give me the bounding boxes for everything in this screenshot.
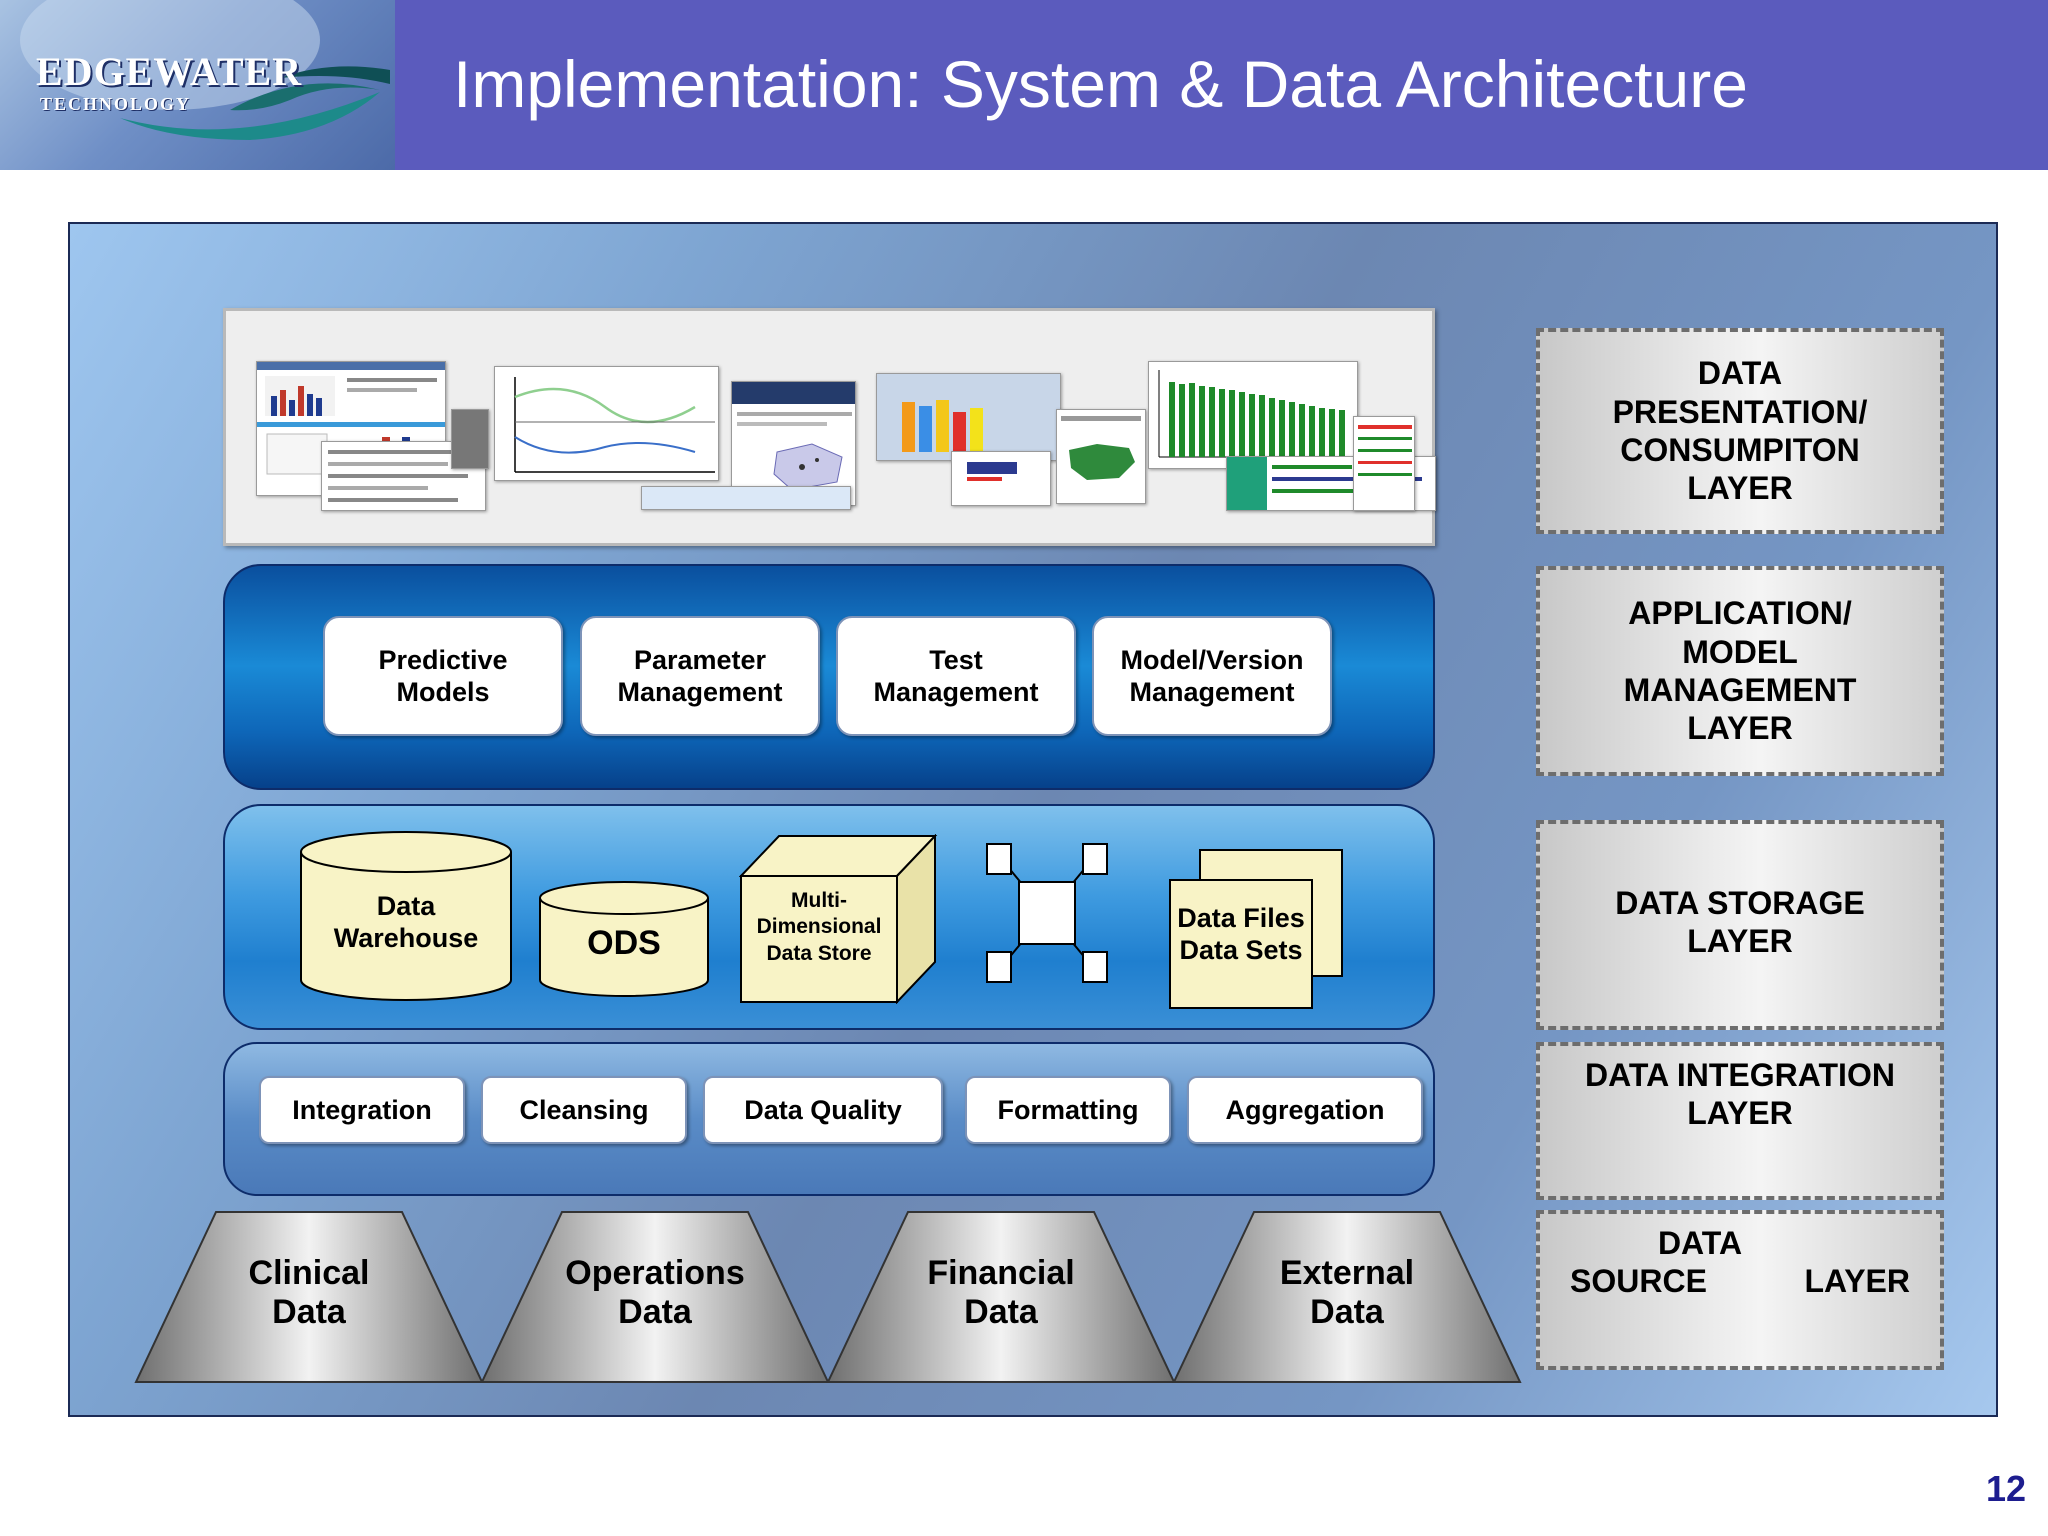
application-layer-label: APPLICATION/ MODEL MANAGEMENT LAYER (1536, 566, 1944, 776)
data-sources-shapes (134, 1211, 1522, 1383)
ods-label: ODS (587, 924, 661, 962)
label-line: SOURCE (1570, 1263, 1707, 1300)
report-thumbnail (951, 451, 1051, 506)
logo-text: EDGEWATER (36, 49, 303, 94)
box-label: Management (873, 677, 1039, 707)
integration-box: Integration (259, 1076, 465, 1144)
label-line: Data (618, 1293, 692, 1332)
aggregation-box: Aggregation (1187, 1076, 1423, 1144)
label-line: DATA (1697, 355, 1783, 392)
cube-icon (739, 834, 938, 1004)
report-thumbnail (494, 366, 719, 481)
box-label: Model/Version (1120, 644, 1304, 675)
label-line: DATA STORAGE (1615, 885, 1865, 921)
logo-area: EDGEWATER TECHNOLOGY (0, 0, 395, 170)
label-line: Data Sets (1179, 935, 1303, 966)
label-line: Warehouse (333, 923, 479, 954)
storage-layer-label: DATA STORAGE LAYER (1536, 820, 1944, 1030)
data-files-icon (1169, 849, 1343, 1009)
page-title: Implementation: System & Data Architectu… (453, 47, 1748, 121)
report-thumbnail (731, 381, 856, 506)
label-line: LAYER (1687, 710, 1793, 747)
report-thumbnail (451, 409, 489, 469)
presentation-layer-label: DATA PRESENTATION/ CONSUMPITON LAYER (1536, 328, 1944, 534)
label-line: External (1279, 1254, 1415, 1292)
label-line: Clinical (248, 1254, 370, 1292)
label-line: Multi- (791, 889, 847, 912)
label-line: Financial (927, 1254, 1075, 1292)
report-thumbnail (641, 486, 851, 510)
label-line: PRESENTATION/ (1612, 393, 1868, 430)
source-layer-line1: DATA (1657, 1225, 1743, 1261)
formatting-box: Formatting (965, 1076, 1171, 1144)
box-label: Management (1129, 677, 1295, 707)
label-line: APPLICATION/ (1628, 595, 1852, 632)
slide-number: 12 (1985, 1468, 2026, 1509)
source-layer-line2: SOURCE LAYER (1570, 1262, 1910, 1300)
title-bar: Implementation: System & Data Architectu… (395, 0, 2048, 170)
transform-connector-icon (986, 843, 1108, 983)
ods-cylinder-icon (539, 881, 709, 997)
data-quality-box: Data Quality (703, 1076, 943, 1144)
presentation-band (223, 308, 1436, 546)
label-line: Data (964, 1293, 1038, 1332)
integration-layer-label: DATA INTEGRATION LAYER (1536, 1042, 1944, 1200)
label-line: LAYER (1687, 1095, 1793, 1132)
report-thumbnail (876, 373, 1061, 461)
box-label: Parameter (633, 644, 767, 675)
report-thumbnail (1056, 409, 1146, 504)
box-label: Management (617, 677, 783, 707)
logo-swoosh-icon (20, 0, 390, 140)
label-line: Dimensional (756, 915, 882, 939)
label-line: Data Store (766, 941, 872, 965)
box-label: Models (396, 677, 490, 707)
label-line: Data (1310, 1293, 1384, 1332)
external-data-shape (1172, 1211, 1522, 1383)
label-line: LAYER (1687, 470, 1793, 507)
label-line: Operations (565, 1254, 745, 1292)
box-label: Test (929, 644, 983, 675)
label-line: Data Files (1177, 903, 1305, 933)
financial-data-shape (826, 1211, 1176, 1383)
operations-data-shape (480, 1211, 830, 1383)
box-label: Predictive (378, 644, 508, 675)
label-line: CONSUMPITON (1620, 432, 1860, 468)
data-warehouse-cylinder-icon (300, 831, 512, 1001)
label-line: DATA INTEGRATION (1585, 1057, 1895, 1093)
label-line: MODEL (1682, 633, 1798, 670)
label-line: MANAGEMENT (1623, 672, 1857, 708)
integration-band: Integration Cleansing Data Quality Forma… (223, 1042, 1435, 1196)
cleansing-box: Cleansing (481, 1076, 687, 1144)
source-layer-label: DATA SOURCE LAYER (1536, 1210, 1944, 1370)
label-line: LAYER (1687, 923, 1793, 960)
report-thumbnail (1148, 361, 1358, 469)
label-line: Data (272, 1293, 346, 1332)
label-line: Data (376, 891, 436, 921)
clinical-data-shape (134, 1211, 484, 1383)
label-line: LAYER (1804, 1263, 1910, 1300)
logo-subtext: TECHNOLOGY (40, 94, 192, 114)
report-thumbnail (1353, 416, 1415, 511)
